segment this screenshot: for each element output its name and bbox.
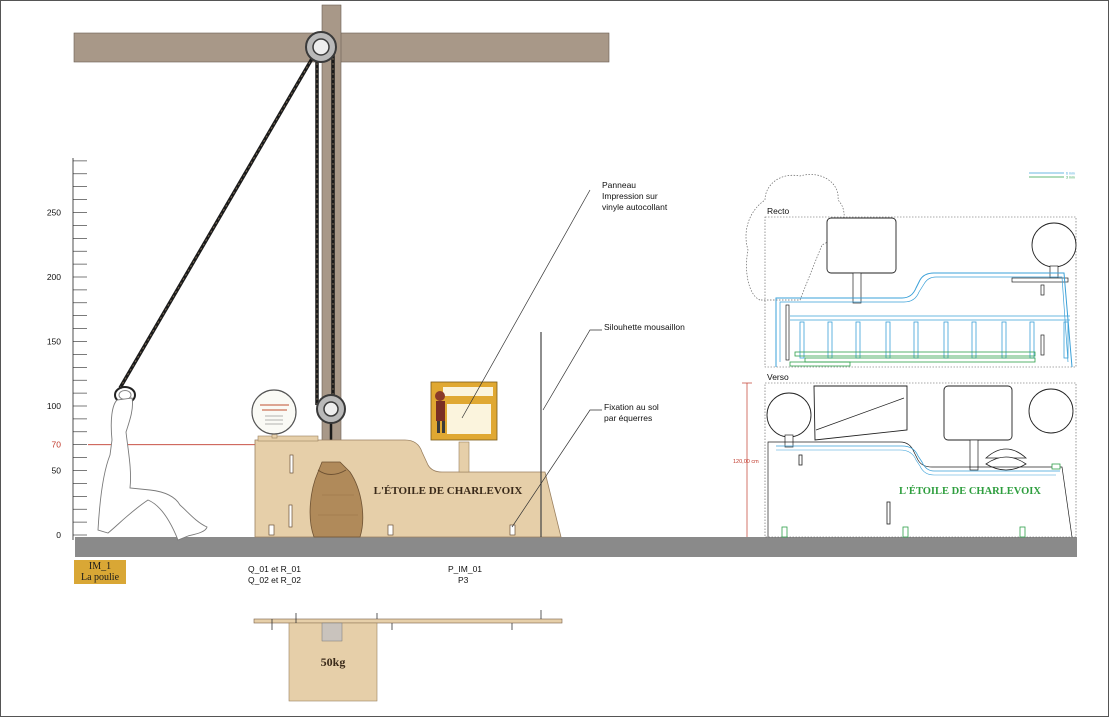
- brand-verso: L'ÉTOILE DE CHARLEVOIX: [899, 485, 1041, 497]
- fixation-callout: Fixation au sol par équerres: [604, 402, 659, 423]
- scale-label-100: 100: [47, 401, 61, 411]
- sack-weight-label: 50kg: [321, 655, 346, 669]
- height-scale: 0 50 70 100 150 200 250: [47, 158, 330, 540]
- ground-bar: [75, 537, 1077, 557]
- rope-system: [118, 44, 335, 462]
- cabinet-slots: [268, 454, 516, 536]
- fixation-callout-line-1: Fixation au sol: [604, 402, 659, 412]
- height-dimension: [742, 382, 752, 537]
- silhouette-callout: Silouhette mousaillon: [604, 322, 685, 332]
- scale-label-250: 250: [47, 208, 61, 218]
- rope-diagonal: [118, 44, 322, 389]
- fixation-callout-line-2: par équerres: [604, 413, 652, 423]
- legend-3mm: 3 mm: [1066, 176, 1075, 180]
- part-codes: Q_01 et R_01 Q_02 et R_02 P_IM_01 P3: [248, 564, 482, 585]
- scale-label-150: 150: [47, 337, 61, 347]
- legend: 6 mm 3 mm: [1029, 172, 1075, 180]
- part-code-q01-r01: Q_01 et R_01: [248, 564, 301, 574]
- height-dimension-label: 120,00 cm: [733, 459, 759, 465]
- recto-label: Recto: [767, 206, 789, 216]
- part-code-p3: P3: [458, 575, 469, 585]
- leader-lines: [461, 189, 602, 528]
- legend-6mm: 6 mm: [1066, 172, 1075, 176]
- exhibit-code: IM_1: [88, 561, 112, 572]
- verso-label: Verso: [767, 372, 789, 382]
- top-pulley: [305, 31, 337, 63]
- recto-sheet: Recto: [764, 206, 1077, 368]
- round-info-panel: [251, 389, 319, 442]
- scale-label-0: 0: [56, 530, 61, 540]
- weight-sack: [309, 461, 364, 538]
- panel-callout: Panneau Impression sur vinyle autocollan…: [602, 180, 668, 212]
- head-silhouette-outline: [745, 174, 845, 301]
- bottom-pulley: [316, 394, 346, 424]
- verso-sheet: Verso 120,00 cm L'ÉTOILE DE CHARLEVOIX: [733, 372, 1077, 538]
- top-view-plan: 50kg: [253, 610, 563, 702]
- exhibit-title: La poulie: [80, 572, 120, 583]
- scale-label-70: 70: [52, 440, 62, 450]
- child-silhouette: [97, 397, 208, 541]
- exhibit-tag: IM_1 La poulie: [74, 560, 126, 584]
- scale-minor-ticks: [73, 160, 87, 536]
- panel-callout-line-1: Panneau: [602, 180, 636, 190]
- panel-callout-line-2: Impression sur: [602, 191, 658, 201]
- part-code-q02-r02: Q_02 et R_02: [248, 575, 301, 585]
- scale-major-ticks: 0 50 70 100 150 200 250: [47, 208, 61, 541]
- panel-callout-line-3: vinyle autocollant: [602, 202, 668, 212]
- top-beam: [73, 32, 610, 63]
- scale-label-200: 200: [47, 272, 61, 282]
- printed-sign-panel: [430, 381, 498, 473]
- part-code-p-im-01: P_IM_01: [448, 564, 482, 574]
- scale-label-50: 50: [52, 466, 62, 476]
- brand-front: L'ÉTOILE DE CHARLEVOIX: [374, 485, 523, 497]
